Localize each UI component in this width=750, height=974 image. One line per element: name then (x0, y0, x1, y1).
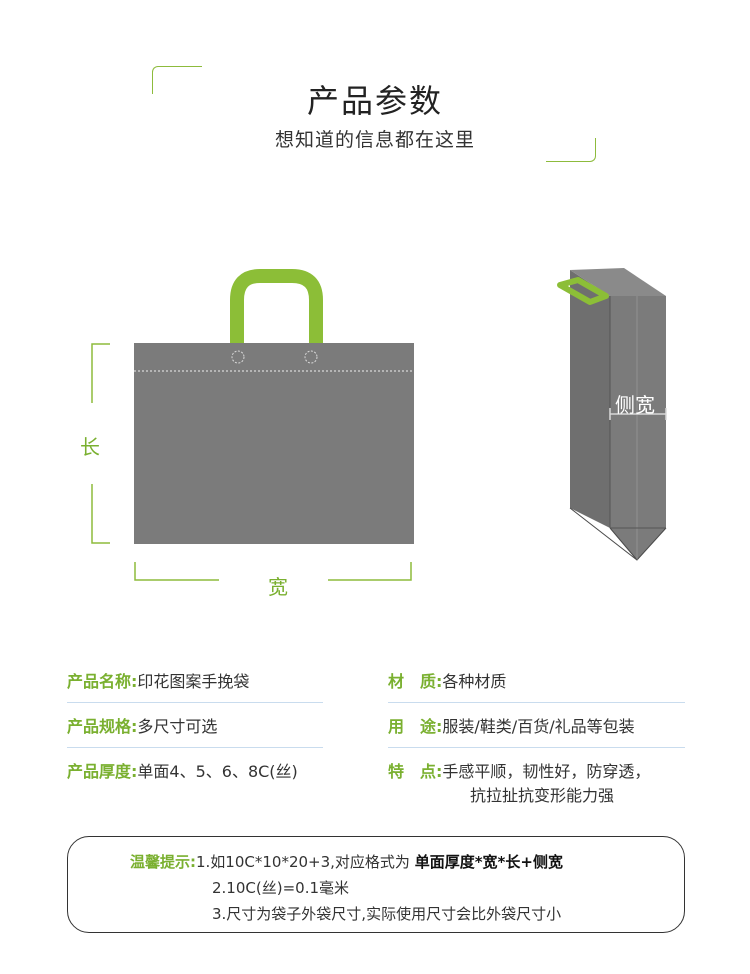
bag-side-handle (557, 277, 609, 305)
spec-value: 多尺寸可选 (137, 717, 218, 736)
spec-key: 特 点: (388, 762, 443, 781)
width-bracket-right (328, 562, 412, 581)
spec-value: 单面4、5、6、8C(丝) (137, 762, 298, 781)
bag-front-body (134, 343, 414, 544)
spec-features: 特 点:手感平顺，韧性好，防穿透， (388, 760, 650, 784)
spec-key: 产品规格: (67, 717, 138, 736)
spec-thickness: 产品厚度:单面4、5、6、8C(丝) (67, 760, 298, 784)
spec-divider (388, 747, 685, 748)
spec-value: 各种材质 (442, 672, 507, 691)
spec-value: 印花图案手挽袋 (137, 672, 250, 691)
spec-features-continued: 抗拉扯抗变形能力强 (470, 786, 615, 805)
spec-value: 手感平顺，韧性好，防穿透， (442, 762, 651, 781)
bag-dimension-illustration (91, 268, 667, 581)
length-bracket-top (91, 343, 110, 403)
tip-line-3: 3.尺寸为袋子外袋尺寸,实际使用尺寸会比外袋尺寸小 (212, 905, 562, 923)
width-label: 宽 (268, 575, 288, 599)
spec-material: 材 质:各种材质 (388, 670, 506, 694)
spec-divider (67, 747, 323, 748)
bag-handle (230, 269, 323, 346)
spec-divider (67, 702, 323, 703)
bag-handle-rivet-left (231, 350, 245, 364)
spec-size: 产品规格:多尺寸可选 (67, 715, 217, 739)
length-label: 长 (80, 435, 100, 459)
bag-side-panel-front (610, 296, 666, 560)
spec-value: 服装/鞋类/百货/礼品等包装 (442, 717, 635, 736)
tip-line-1: 温馨提示:1.如10C*10*20+3,对应格式为 单面厚度*宽*长+侧宽 (130, 851, 563, 873)
spec-key: 产品名称: (67, 672, 138, 691)
page-subtitle: 想知道的信息都在这里 (274, 129, 475, 151)
bag-side-bottom-edge (569, 507, 638, 561)
page-title: 产品参数 (306, 82, 443, 120)
spec-usage: 用 途:服装/鞋类/百货/礼品等包装 (388, 715, 635, 739)
spec-key: 产品厚度: (67, 762, 138, 781)
spec-key: 材 质: (388, 672, 443, 691)
tip-line-1-text: 1.如10C*10*20+3,对应格式为 (196, 853, 415, 871)
bag-side-top (570, 268, 666, 296)
side-width-label: 侧宽 (615, 393, 655, 417)
length-bracket-bottom (91, 484, 110, 544)
title-corner-decoration-top (152, 66, 202, 94)
tip-format: 单面厚度*宽*长+侧宽 (414, 853, 563, 871)
tips-label: 温馨提示: (130, 853, 196, 871)
title-corner-decoration-bottom (546, 138, 596, 162)
width-bracket-left (134, 562, 219, 581)
spec-product-name: 产品名称:印花图案手挽袋 (67, 670, 249, 694)
bag-side-panel-back (570, 270, 610, 528)
bag-handle-rivet-right (304, 350, 318, 364)
spec-key: 用 途: (388, 717, 443, 736)
spec-divider (388, 702, 685, 703)
tip-line-2: 2.10C(丝)=0.1毫米 (212, 879, 349, 897)
tips-box (67, 836, 685, 933)
